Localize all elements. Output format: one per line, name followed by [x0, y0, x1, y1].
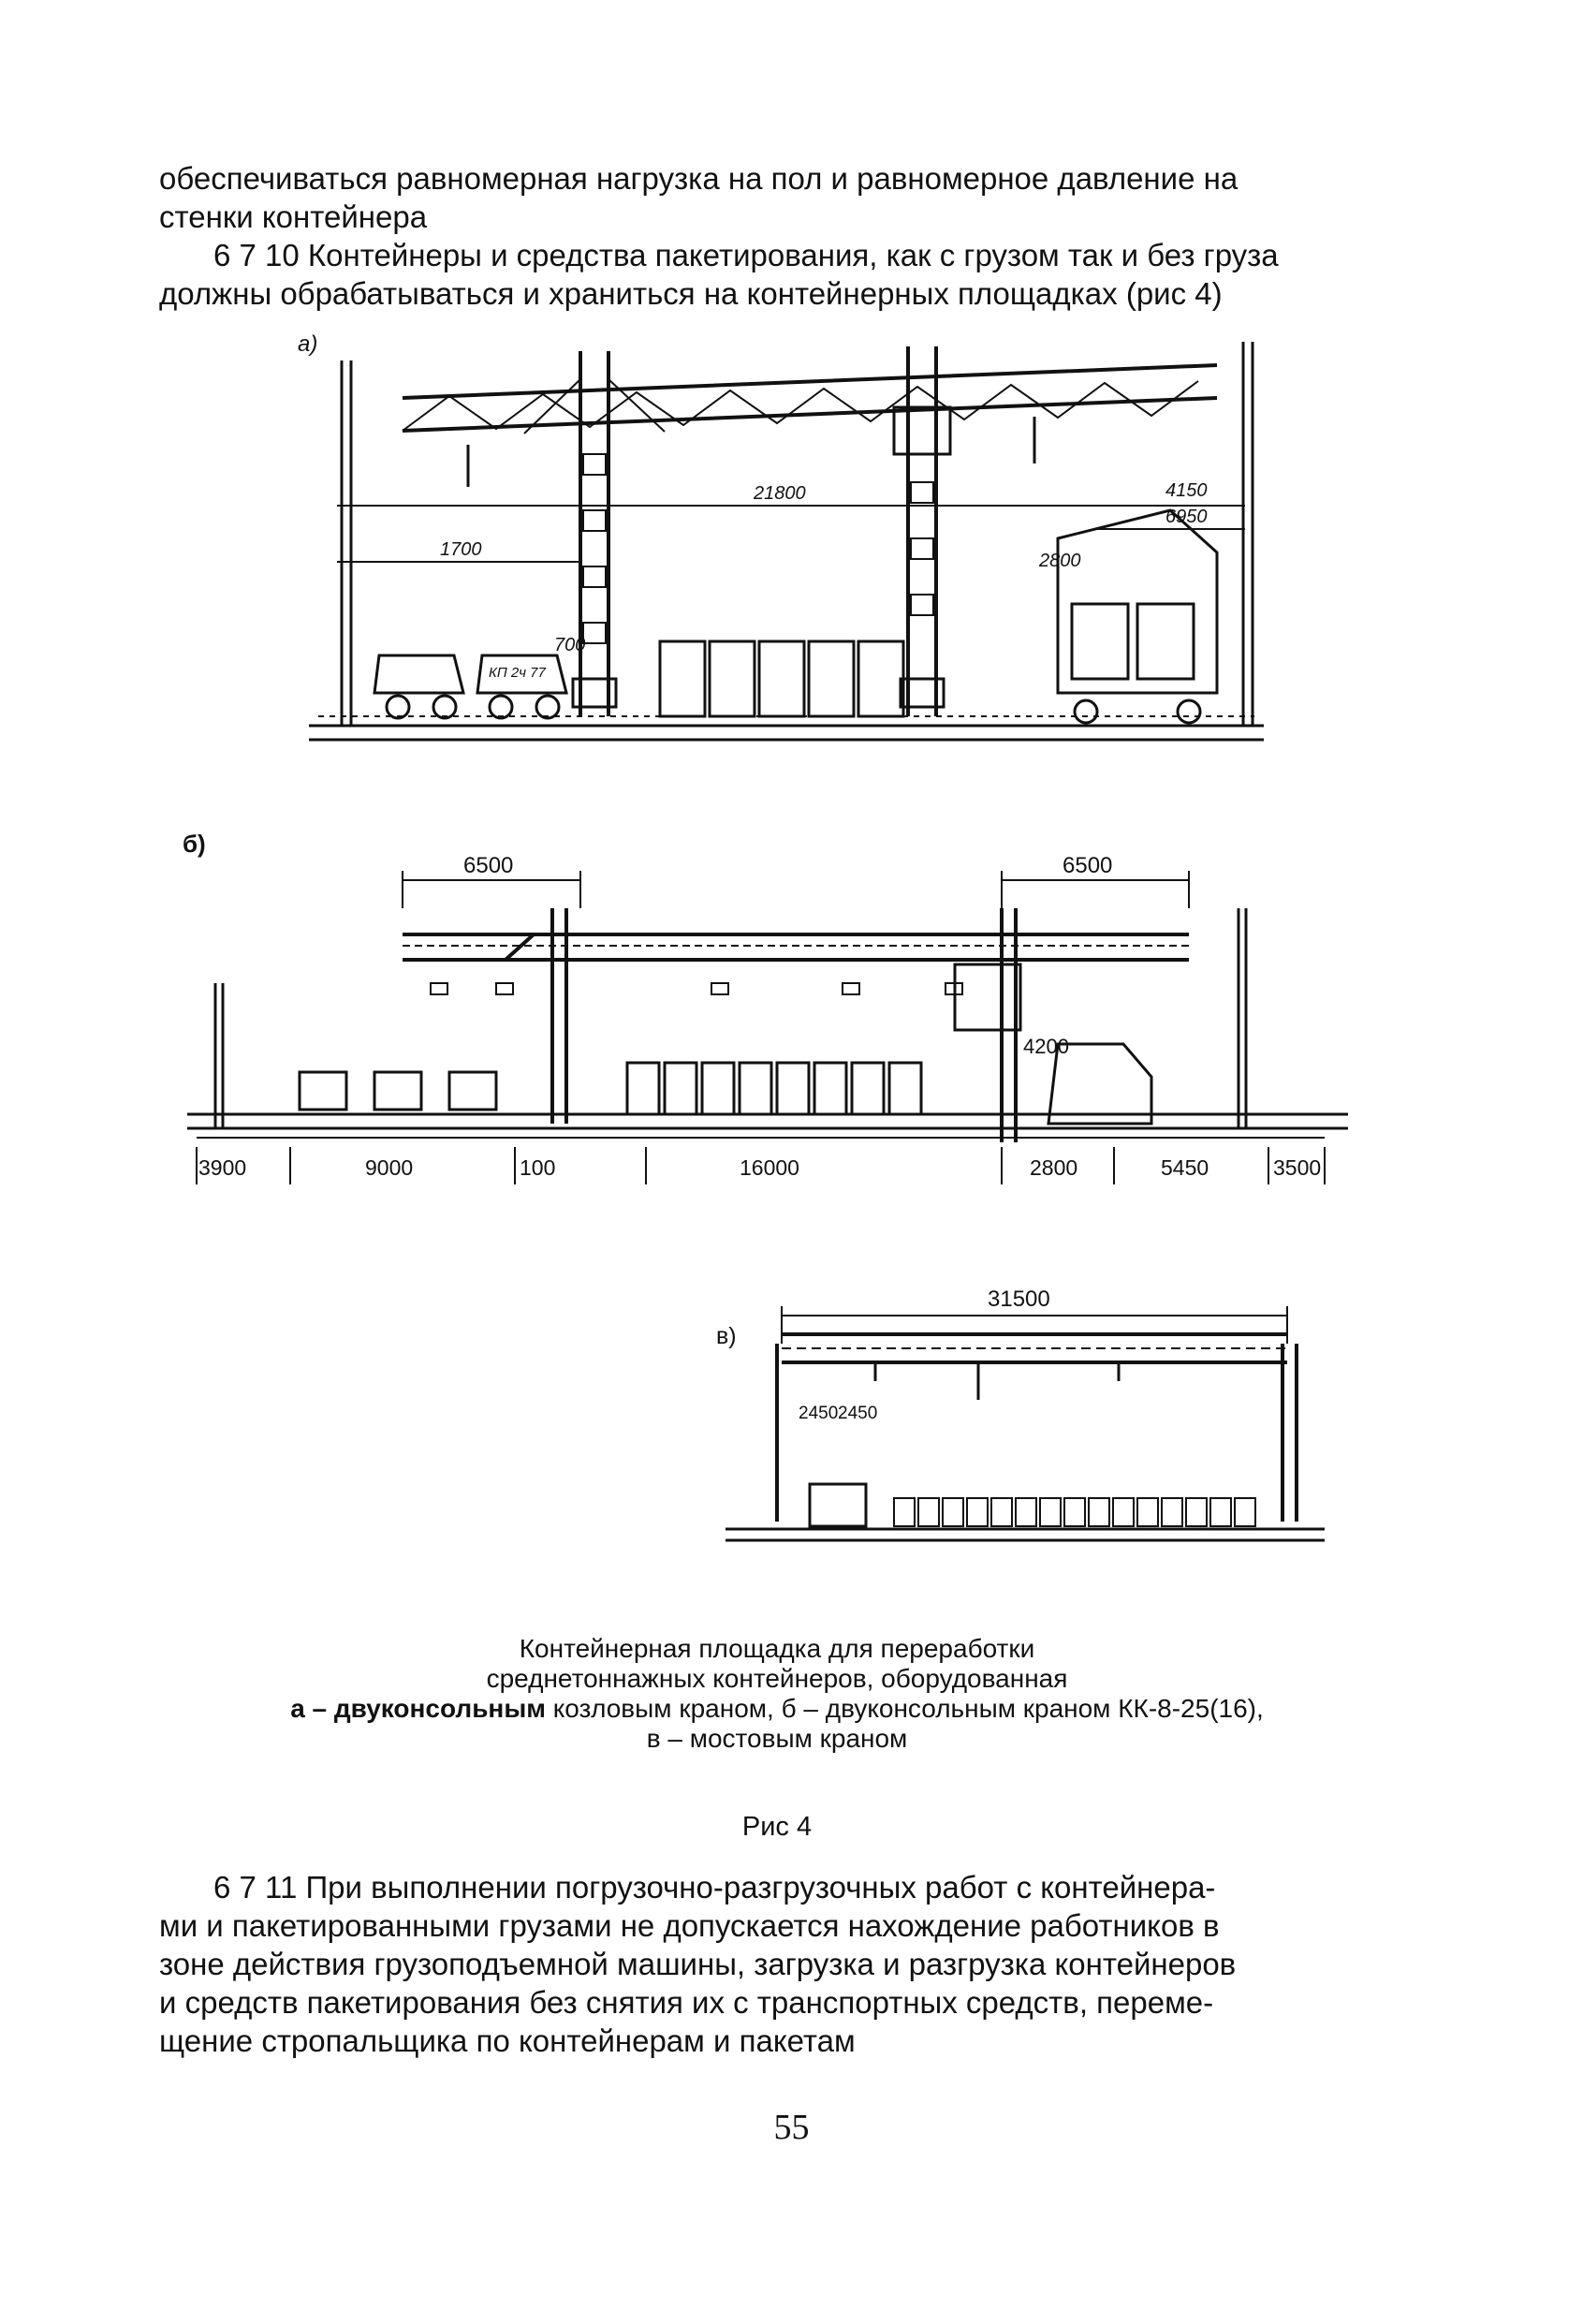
paragraph-1-line-2: стенки контейнера — [159, 199, 428, 234]
paragraph-1-line-1: обеспечиваться равномерная нагрузка на п… — [159, 161, 1239, 196]
figure-b-poles — [213, 908, 1248, 1128]
figure-a-left-leg — [523, 351, 666, 716]
figure-c-bridge-crane: в) 31500 2450 2450 — [707, 1278, 1343, 1559]
figure-b-trucks — [298, 1070, 498, 1111]
figure-b-right-leg — [953, 908, 1022, 1142]
figure-a-dim-right-1: 4150 — [1165, 480, 1208, 501]
paragraph-3: 6 7 11 При выполнении погрузочно-разгруз… — [159, 1868, 1395, 2060]
figure-b-ground — [187, 1112, 1348, 1130]
figure-a-right-pole — [1241, 342, 1254, 726]
figure-c-dim-inner-right: 2450 — [838, 1404, 877, 1423]
paragraph-3-line-1: 6 7 11 При выполнении погрузочно-разгруз… — [213, 1870, 1216, 1905]
paragraph-1: обеспечиваться равномерная нагрузка на п… — [159, 159, 1395, 236]
figure-a-ground — [309, 724, 1264, 742]
paragraph-2-line-1: 6 7 10 Контейнеры и средства пакетирован… — [213, 238, 1279, 272]
figure-a-truck-plate: КП 2ч 77 — [489, 665, 546, 681]
figure-a-crane-truss — [402, 363, 1218, 433]
figure-c-columns — [775, 1344, 1298, 1522]
figure-a-label: а) — [298, 331, 317, 357]
figure-b-dim-bottom-6: 5450 — [1161, 1155, 1209, 1180]
figure-a-dim-span: 21800 — [753, 483, 806, 504]
figure-b-dim-left-top: 6500 — [463, 853, 513, 878]
figure-a-rail-wagon — [1056, 508, 1219, 725]
figure-a-dim-post: 700 — [554, 635, 585, 655]
figure-a-left-pole — [340, 360, 353, 726]
figure-a-containers — [658, 640, 905, 718]
figure-a-right-leg — [892, 346, 952, 716]
figure-a-gantry-crane: а) — [281, 323, 1292, 763]
figure-c-dim-inner-left: 2450 — [799, 1404, 838, 1423]
figure-a-trucks — [373, 654, 568, 720]
figure-b-dim-inner: 4200 — [1023, 1035, 1069, 1058]
figure-b-dim-bottom-3: 100 — [520, 1155, 555, 1180]
figure-b-dim-bottom-7: 3500 — [1273, 1155, 1321, 1180]
figure-b-dim-right-top: 6500 — [1063, 853, 1112, 878]
caption-line-3-bold: а – двуконсольным — [290, 1694, 546, 1723]
figure-a-hooks — [466, 417, 1036, 487]
page-number: 55 — [773, 2108, 810, 2147]
figure-c-containers — [893, 1497, 1256, 1527]
paragraph-3-line-3: зоне действия грузоподъемной машины, заг… — [159, 1947, 1237, 1981]
figure-b-dim-bottom-1: 3900 — [198, 1155, 246, 1180]
caption-line-4: в – мостовым краном — [646, 1724, 908, 1753]
figure-b-dim-bottom-2: 9000 — [365, 1155, 413, 1180]
paragraph-2-line-2: должны обрабатываться и храниться на кон… — [159, 276, 1223, 311]
figure-c-dim-span: 31500 — [988, 1287, 1050, 1312]
figure-c-bridge — [782, 1332, 1287, 1400]
figure-c-wagon — [808, 1482, 868, 1528]
figure-b-double-console-crane: б) 6500 6500 4200 — [178, 824, 1357, 1255]
figure-c-ground — [726, 1527, 1325, 1542]
figure-b-top-dim-lines — [402, 871, 1190, 908]
figure-b-crane-beam — [403, 933, 1189, 995]
figure-b-rail-wagon — [1047, 1042, 1153, 1125]
figure-b-dim-bottom-5: 2800 — [1030, 1155, 1077, 1180]
figure-a-dim-right-lines — [1095, 505, 1245, 530]
figure-a-dim-left: 1700 — [440, 539, 482, 560]
paragraph-2: 6 7 10 Контейнеры и средства пакетирован… — [159, 236, 1395, 313]
figure-b-bottom-dim-lines — [196, 1137, 1326, 1184]
figure-a-dim-right-2: 6950 — [1165, 507, 1208, 527]
figure-c-span-dim-line — [781, 1306, 1288, 1344]
paragraph-3-line-2: ми и пакетированными грузами не допускае… — [159, 1908, 1220, 1943]
caption-line-3-rest: козловым краном, б – двуконсольным крано… — [545, 1694, 1264, 1723]
figure-b-left-leg — [504, 908, 568, 1124]
figure-b-containers — [625, 1061, 923, 1116]
figure-b-dim-bottom-4: 16000 — [740, 1155, 799, 1180]
figure-number: Рис 4 — [741, 1812, 813, 1842]
caption-line-3: а – двуконсольным козловым краном, б – д… — [159, 1694, 1395, 1724]
figure-c-label: в) — [716, 1323, 737, 1349]
caption-line-1: Контейнерная площадка для переработки — [519, 1634, 1035, 1663]
paragraph-3-line-4: и средств пакетирования без снятия их с … — [159, 1985, 1214, 2020]
paragraph-3-line-5: щение стропальщика по контейнерам и паке… — [159, 2023, 856, 2058]
figure-a-dim-inner: 2800 — [1038, 551, 1081, 571]
caption-line-2: среднетоннажных контейнеров, оборудованн… — [486, 1664, 1068, 1693]
figure-b-label: б) — [183, 830, 206, 858]
figure-caption: Контейнерная площадка для переработки ср… — [159, 1634, 1395, 1754]
